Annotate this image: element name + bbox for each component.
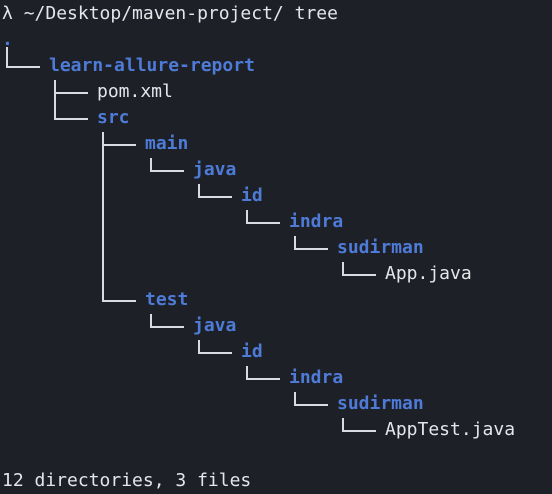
tree-connector bbox=[294, 392, 296, 406]
tree-connector bbox=[6, 66, 40, 68]
tree-item-dir[interactable]: indra bbox=[289, 211, 344, 232]
tree-connector bbox=[342, 262, 344, 276]
current-directory: ~/Desktop/maven-project/ bbox=[23, 3, 284, 24]
tree-item-dir[interactable]: sudirman bbox=[337, 393, 424, 414]
tree-connector bbox=[54, 80, 56, 120]
tree-connector bbox=[342, 274, 376, 276]
tree-connector bbox=[150, 158, 152, 172]
tree-item-dir[interactable]: src bbox=[97, 107, 130, 128]
tree-connector bbox=[294, 248, 328, 250]
tree-item-dir[interactable]: id bbox=[241, 185, 263, 206]
tree-connector bbox=[246, 210, 248, 224]
tree-connector bbox=[198, 340, 200, 354]
tree-connector bbox=[246, 366, 248, 380]
tree-connector bbox=[198, 184, 200, 198]
tree-item-dir[interactable]: sudirman bbox=[337, 237, 424, 258]
tree-connector bbox=[150, 170, 184, 172]
tree-connector bbox=[342, 430, 376, 432]
prompt-symbol: λ bbox=[2, 3, 13, 24]
tree-connector bbox=[246, 378, 280, 380]
tree-item-dir[interactable]: java bbox=[193, 315, 237, 336]
prompt-line: λ ~/Desktop/maven-project/ tree bbox=[2, 1, 338, 27]
tree-connector bbox=[102, 132, 104, 302]
tree-item-dir[interactable]: indra bbox=[289, 367, 344, 388]
tree-item-dir[interactable]: learn-allure-report bbox=[49, 55, 255, 76]
tree-item-file[interactable]: AppTest.java bbox=[385, 419, 516, 440]
tree-connector bbox=[246, 222, 280, 224]
tree-connector bbox=[150, 326, 184, 328]
tree-connector bbox=[342, 418, 344, 432]
tree-item-dir[interactable]: main bbox=[145, 133, 189, 154]
tree-item-dir[interactable]: id bbox=[241, 341, 263, 362]
tree-connector bbox=[198, 196, 232, 198]
tree-item-file[interactable]: pom.xml bbox=[97, 81, 173, 102]
tree-connector bbox=[102, 300, 136, 302]
tree-item-file[interactable]: App.java bbox=[385, 263, 472, 284]
tree-connector bbox=[54, 92, 88, 94]
tree-item-dir[interactable]: test bbox=[145, 289, 189, 310]
tree-connector bbox=[294, 236, 296, 250]
tree-connector bbox=[102, 144, 136, 146]
tree-connector bbox=[294, 404, 328, 406]
command-text: tree bbox=[294, 3, 338, 24]
tree-connector bbox=[54, 118, 88, 120]
tree-connector bbox=[198, 352, 232, 354]
tree-connector bbox=[150, 314, 152, 328]
tree-root: . bbox=[2, 29, 13, 50]
tree-item-dir[interactable]: java bbox=[193, 159, 237, 180]
tree-connector bbox=[6, 47, 8, 68]
tree-summary: 12 directories, 3 files bbox=[2, 470, 252, 491]
